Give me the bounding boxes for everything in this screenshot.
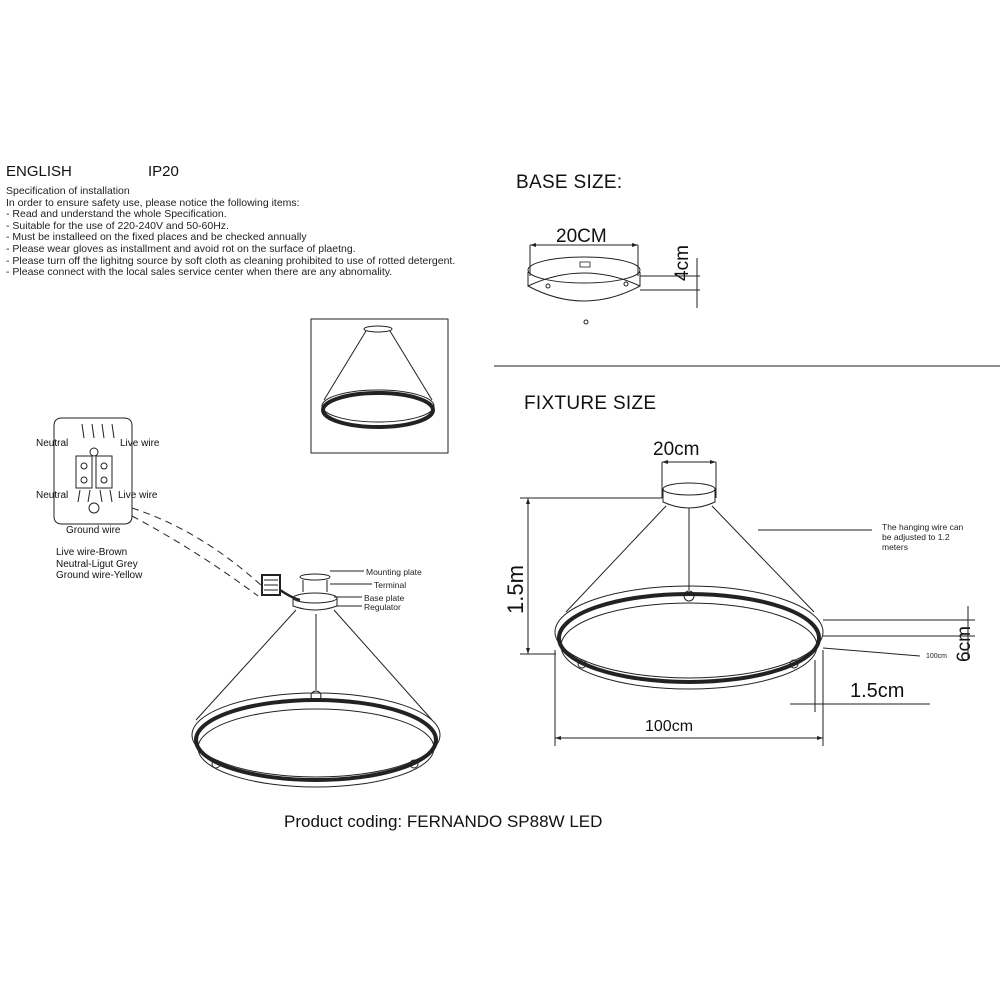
installed-lamp-drawing (191, 570, 441, 788)
wire-legend: Live wire-Brown Neutral-Ligut Grey Groun… (56, 547, 142, 582)
spec-block: Specification of installation In order t… (6, 185, 456, 279)
spec-item: - Please turn off the lighitng source by… (6, 254, 456, 267)
wiring-terminal-diagram (53, 417, 263, 597)
part-regulator: Regulator (364, 602, 401, 612)
part-base-plate: Base plate (364, 593, 405, 603)
neutral-bottom-label: Neutral (36, 490, 69, 501)
spec-item: - Must be installeed on the fixed places… (6, 231, 307, 244)
note-line: meters (882, 542, 908, 552)
base-size-title: BASE SIZE: (516, 172, 623, 193)
spec-title: Specification of installation (6, 185, 130, 197)
lamp-thumbnail (310, 318, 449, 454)
fixture-size-title: FIXTURE SIZE (524, 393, 657, 414)
language-label: ENGLISH (6, 163, 72, 180)
note-line: be adjusted to 1.2 (882, 532, 950, 542)
base-diameter-label: 20CM (556, 226, 607, 247)
note-line: The hanging wire can (882, 522, 964, 532)
neutral-top-label: Neutral (36, 438, 69, 449)
live-top-label: Live wire (120, 438, 160, 449)
product-coding: Product coding: FERNANDO SP88W LED (284, 812, 603, 831)
legend-line: Live wire-Brown (56, 547, 128, 558)
spec-item: - Suitable for the use of 220-240V and 5… (6, 219, 229, 232)
canopy-width-label: 20cm (653, 439, 700, 460)
spec-item: - Please wear gloves as installment and … (6, 242, 356, 255)
part-terminal: Terminal (374, 580, 407, 590)
base-canopy-drawing (527, 243, 700, 325)
ring-thickness-label: 1.5cm (850, 680, 905, 702)
fixture-size-drawing (520, 460, 975, 746)
part-mounting-plate: Mounting plate (366, 567, 422, 577)
ring-diameter-label: 100cm (645, 718, 694, 735)
ring-diameter-small-label: 100cm (926, 653, 948, 660)
spec-item: - Please connect with the local sales se… (6, 266, 393, 279)
legend-line: Ground wire-Yellow (56, 570, 143, 581)
live-bottom-label: Live wire (118, 490, 158, 501)
hanging-wire-note: The hanging wire can be adjusted to 1.2 … (882, 522, 963, 552)
spec-item: - Read and understand the whole Specific… (6, 208, 227, 221)
ip-rating: IP20 (148, 163, 179, 180)
ground-label: Ground wire (66, 525, 121, 536)
spec-intro: In order to ensure safety use, please no… (6, 196, 300, 209)
legend-line: Neutral-Ligut Grey (56, 558, 138, 570)
